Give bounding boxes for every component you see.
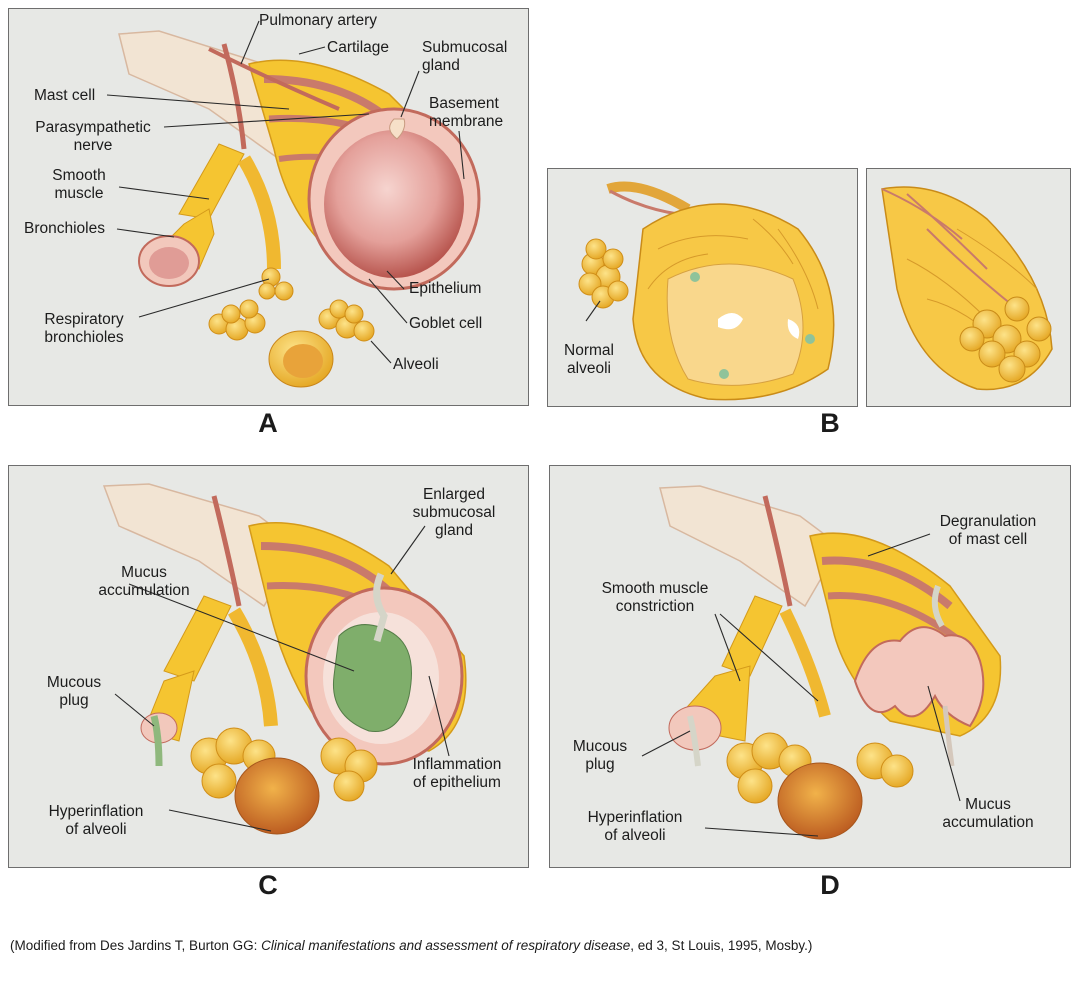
label-normal-alveoli-2: alveoli bbox=[554, 360, 624, 377]
label-inflammation-2: of epithelium bbox=[397, 774, 517, 791]
label-inflammation-1: Inflammation bbox=[397, 756, 517, 773]
label-mucus-accumulation-1: Mucus bbox=[89, 564, 199, 581]
label-hyperinflation-1: Hyperinflation bbox=[31, 803, 161, 820]
panel-b-right bbox=[866, 168, 1071, 407]
label-normal-alveoli-1: Normal bbox=[554, 342, 624, 359]
label-hyperinflation-2: of alveoli bbox=[31, 821, 161, 838]
label-basement-membrane-1: Basement bbox=[429, 95, 499, 112]
label-mucous-plug-d-2: plug bbox=[560, 756, 640, 773]
label-parasympathetic-2: nerve bbox=[18, 137, 168, 154]
label-mucus-accumulation-2: accumulation bbox=[89, 582, 199, 599]
label-cartilage: Cartilage bbox=[327, 39, 389, 56]
label-mucous-plug-2: plug bbox=[39, 692, 109, 709]
panel-b-right-illustration bbox=[867, 169, 1069, 405]
label-degranulation-1: Degranulation bbox=[928, 513, 1048, 530]
caption-suffix: , ed 3, St Louis, 1995, Mosby.) bbox=[630, 938, 812, 953]
label-mucous-plug-d-1: Mucous bbox=[560, 738, 640, 755]
label-parasympathetic-1: Parasympathetic bbox=[18, 119, 168, 136]
label-hyperinflation-d-1: Hyperinflation bbox=[570, 809, 700, 826]
label-smooth-constriction-2: constriction bbox=[585, 598, 725, 615]
panel-letter-a: A bbox=[248, 408, 288, 439]
panel-b-left: Normal alveoli bbox=[547, 168, 858, 407]
label-respiratory-bronchioles-1: Respiratory bbox=[29, 311, 139, 328]
panel-letter-c: C bbox=[248, 870, 288, 901]
label-smooth-constriction-1: Smooth muscle bbox=[585, 580, 725, 597]
label-enlarged-gland-2: submucosal bbox=[404, 504, 504, 521]
label-degranulation-2: of mast cell bbox=[928, 531, 1048, 548]
label-mucus-accumulation-d-2: accumulation bbox=[928, 814, 1048, 831]
label-epithelium: Epithelium bbox=[409, 280, 481, 297]
label-mucous-plug-1: Mucous bbox=[39, 674, 109, 691]
label-hyperinflation-d-2: of alveoli bbox=[570, 827, 700, 844]
panel-c: Enlarged submucosal gland Mucus accumula… bbox=[8, 465, 529, 868]
panel-letter-b: B bbox=[810, 408, 850, 439]
caption-prefix: (Modified from Des Jardins T, Burton GG: bbox=[10, 938, 261, 953]
panel-letter-d: D bbox=[810, 870, 850, 901]
label-submucosal-gland-2: gland bbox=[422, 57, 460, 74]
figure-caption: (Modified from Des Jardins T, Burton GG:… bbox=[10, 937, 1075, 954]
label-submucosal-gland-1: Submucosal bbox=[422, 39, 507, 56]
label-respiratory-bronchioles-2: bronchioles bbox=[29, 329, 139, 346]
label-enlarged-gland-1: Enlarged bbox=[404, 486, 504, 503]
label-mast-cell: Mast cell bbox=[34, 87, 95, 104]
label-bronchioles: Bronchioles bbox=[24, 220, 105, 237]
panel-d: Degranulation of mast cell Smooth muscle… bbox=[549, 465, 1071, 868]
label-enlarged-gland-3: gland bbox=[404, 522, 504, 539]
label-smooth-muscle-1: Smooth bbox=[39, 167, 119, 184]
caption-title: Clinical manifestations and assessment o… bbox=[261, 938, 630, 953]
label-smooth-muscle-2: muscle bbox=[39, 185, 119, 202]
label-alveoli: Alveoli bbox=[393, 356, 439, 373]
panel-a: Pulmonary artery Cartilage Submucosal gl… bbox=[8, 8, 529, 406]
label-goblet-cell: Goblet cell bbox=[409, 315, 482, 332]
label-pulmonary-artery: Pulmonary artery bbox=[259, 12, 377, 29]
label-basement-membrane-2: membrane bbox=[429, 113, 503, 130]
label-mucus-accumulation-d-1: Mucus bbox=[928, 796, 1048, 813]
